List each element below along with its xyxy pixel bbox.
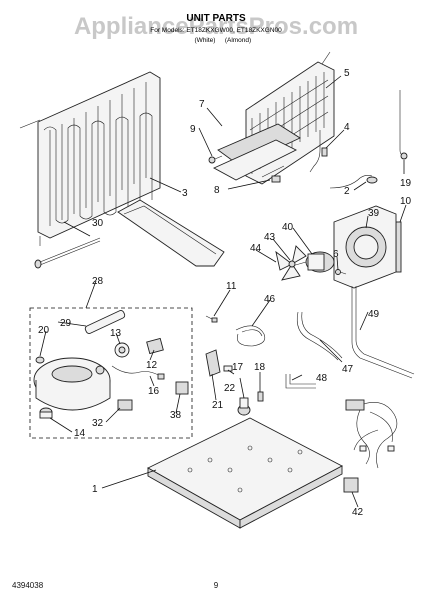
retainer-clip [117, 399, 133, 411]
leader-lines [39, 75, 407, 508]
callout-17: 17 [232, 362, 244, 373]
callout-21: 21 [212, 400, 224, 411]
spacer [237, 397, 251, 416]
callout-49: 49 [368, 309, 380, 320]
bolt [205, 315, 218, 323]
compressor-group-box [29, 307, 193, 439]
callout-38: 38 [170, 410, 182, 421]
doc-number: 4394038 [12, 581, 44, 590]
start-device [114, 342, 130, 358]
base-plate [147, 417, 343, 529]
watermark: AppliancePartsPros.com [74, 13, 358, 40]
condenser-tube [34, 237, 101, 269]
callout-19: 19 [400, 178, 412, 189]
callout-5: 5 [344, 68, 350, 79]
mounting-bracket [205, 349, 233, 377]
grommet [35, 356, 45, 364]
callout-47: 47 [342, 364, 354, 375]
callout-8: 8 [214, 185, 220, 196]
callout-46: 46 [264, 294, 276, 305]
callout-numbers: 1 2 3 4 5 6 7 8 9 10 11 12 13 14 16 17 1… [38, 68, 412, 518]
drain-tube [399, 90, 408, 160]
screw [208, 155, 223, 164]
connector-tube [285, 374, 316, 389]
variant-almond: (Almond) [225, 37, 251, 44]
relay [146, 337, 164, 355]
callout-2: 2 [344, 186, 350, 197]
callout-4: 4 [344, 122, 350, 133]
callout-30: 30 [92, 218, 104, 229]
callout-20: 20 [38, 325, 50, 336]
overload-harness [111, 365, 165, 380]
callout-43: 43 [264, 232, 276, 243]
variant-white: (White) [195, 37, 216, 44]
discharge-tube [235, 325, 266, 347]
callout-12: 12 [146, 360, 158, 371]
callout-11: 11 [226, 281, 237, 292]
screw-18 [257, 391, 264, 402]
fan-blade [275, 245, 307, 281]
callout-13: 13 [110, 328, 122, 339]
callout-44: 44 [250, 243, 262, 254]
callout-16: 16 [148, 386, 160, 397]
callout-18: 18 [254, 362, 266, 373]
clip [271, 175, 281, 183]
callout-10: 10 [400, 196, 412, 207]
filter-drier [84, 310, 126, 334]
callout-7: 7 [199, 99, 205, 110]
callout-29: 29 [60, 318, 72, 329]
fan-motor [291, 251, 335, 273]
model-numbers: For Models: ET18ZKXGW00, ET18ZKXGN00 [150, 27, 282, 34]
callout-3: 3 [182, 188, 188, 199]
diagram-title: UNIT PARTS [186, 13, 246, 24]
callout-28: 28 [92, 276, 104, 287]
callout-42: 42 [352, 507, 364, 518]
compressor-feet [39, 407, 53, 419]
drain-pan [117, 199, 225, 267]
long-tube [351, 286, 415, 379]
insulation-strip [395, 221, 402, 273]
fan-shroud [333, 205, 397, 289]
wire-harness [343, 399, 398, 493]
callout-39: 39 [368, 208, 380, 219]
callout-14: 14 [74, 428, 86, 439]
condenser-coil [19, 71, 161, 246]
callout-22: 22 [224, 383, 236, 394]
callout-6: 6 [333, 249, 339, 260]
callout-1: 1 [92, 484, 98, 495]
callout-9: 9 [190, 124, 196, 135]
defrost-thermostat [329, 175, 378, 189]
callout-32: 32 [92, 418, 104, 429]
callout-48: 48 [316, 373, 328, 384]
page-number: 9 [214, 581, 219, 590]
suction-tube [296, 311, 343, 361]
callout-40: 40 [282, 222, 294, 233]
terminal-cover [175, 381, 189, 395]
defrost-heater [309, 130, 328, 173]
evaporator-bracket [212, 123, 301, 181]
compressor [33, 357, 111, 411]
